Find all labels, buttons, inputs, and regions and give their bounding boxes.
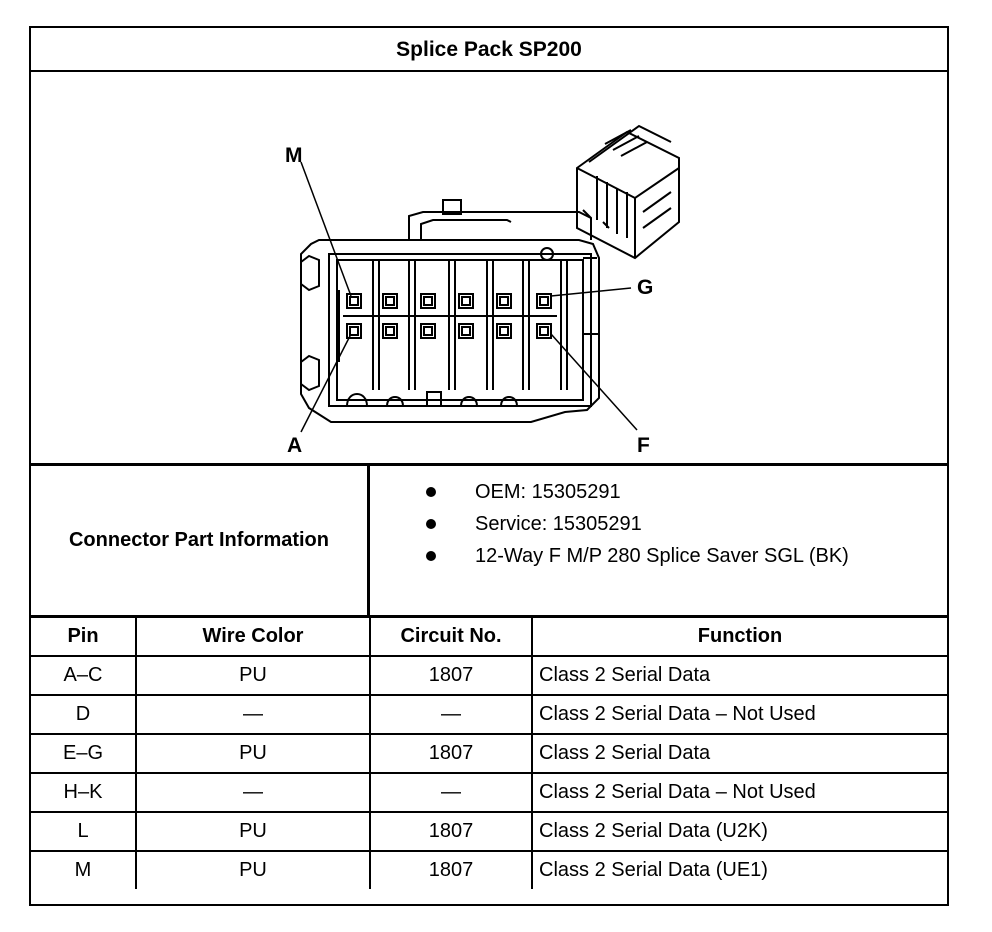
info-item-oem: OEM: 15305291 [370, 476, 947, 508]
table-row: L PU 1807 Class 2 Serial Data (U2K) [31, 811, 947, 852]
table-row: E–G PU 1807 Class 2 Serial Data [31, 733, 947, 774]
pin-cell: E–G [31, 733, 137, 774]
connector-figure: M G A F [31, 72, 947, 466]
table-header-row: Pin Wire Color Circuit No. Function [31, 618, 947, 657]
table-row: D — — Class 2 Serial Data – Not Used [31, 694, 947, 735]
page-title: Splice Pack SP200 [31, 28, 947, 72]
header-wire-color: Wire Color [135, 618, 371, 657]
pin-cell: L [31, 811, 137, 852]
connector-drawing: M G A F [285, 124, 680, 457]
connector-part-info-label: Connector Part Information [31, 466, 370, 615]
callout-a: A [287, 434, 302, 457]
info-item-description: 12-Way F M/P 280 Splice Saver SGL (BK) [370, 540, 947, 572]
function-cell: Class 2 Serial Data (UE1) [531, 850, 947, 889]
function-cell: Class 2 Serial Data [531, 655, 947, 696]
pin-cell: D [31, 694, 137, 735]
callout-f: F [637, 434, 650, 457]
wire-color-cell: PU [135, 850, 371, 889]
circuit-cell: — [369, 694, 533, 735]
bullet-icon [426, 487, 436, 497]
header-circuit-no: Circuit No. [369, 618, 533, 657]
wire-color-cell: PU [135, 733, 371, 774]
connector-thumbnail [576, 124, 680, 260]
function-cell: Class 2 Serial Data – Not Used [531, 772, 947, 813]
connector-sheet: Splice Pack SP200 [29, 26, 949, 906]
bullet-icon [426, 551, 436, 561]
header-pin: Pin [31, 618, 137, 657]
table-row: H–K — — Class 2 Serial Data – Not Used [31, 772, 947, 813]
circuit-cell: 1807 [369, 655, 533, 696]
circuit-cell: 1807 [369, 850, 533, 889]
wire-color-cell: PU [135, 811, 371, 852]
header-function: Function [531, 618, 947, 657]
circuit-cell: — [369, 772, 533, 813]
bullet-icon [426, 519, 436, 529]
pin-table: Pin Wire Color Circuit No. Function A–C … [31, 618, 947, 889]
function-cell: Class 2 Serial Data (U2K) [531, 811, 947, 852]
connector-part-info: Connector Part Information OEM: 15305291… [31, 466, 947, 618]
info-item-service: Service: 15305291 [370, 508, 947, 540]
pin-cell: H–K [31, 772, 137, 813]
table-row: M PU 1807 Class 2 Serial Data (UE1) [31, 850, 947, 889]
callout-g: G [637, 276, 653, 299]
wire-color-cell: PU [135, 655, 371, 696]
circuit-cell: 1807 [369, 811, 533, 852]
function-cell: Class 2 Serial Data – Not Used [531, 694, 947, 735]
wire-color-cell: — [135, 694, 371, 735]
callout-m: M [285, 144, 303, 167]
pin-cell: M [31, 850, 137, 889]
function-cell: Class 2 Serial Data [531, 733, 947, 774]
wire-color-cell: — [135, 772, 371, 813]
circuit-cell: 1807 [369, 733, 533, 774]
table-row: A–C PU 1807 Class 2 Serial Data [31, 655, 947, 696]
connector-part-info-list: OEM: 15305291 Service: 15305291 12-Way F… [370, 466, 947, 615]
pin-cell: A–C [31, 655, 137, 696]
